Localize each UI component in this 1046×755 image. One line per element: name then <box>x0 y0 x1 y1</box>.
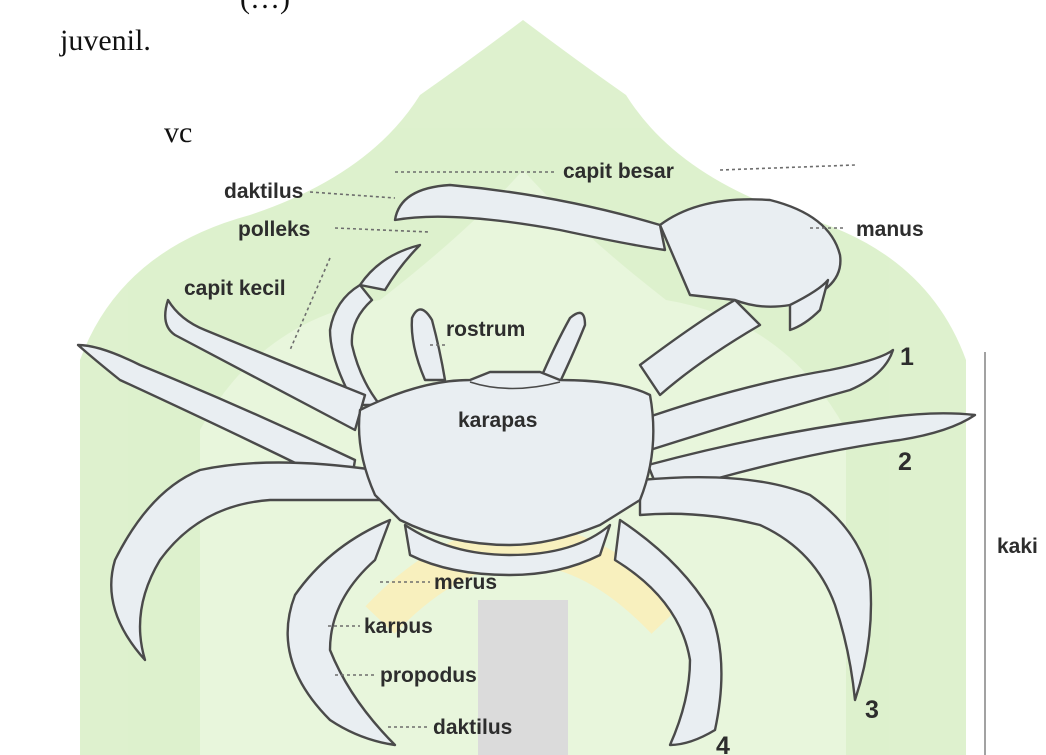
label-karpus: karpus <box>364 615 433 638</box>
label-daktilus-bottom: daktilus <box>433 716 512 739</box>
label-capit-besar: capit besar <box>563 160 674 183</box>
label-karapas: karapas <box>458 409 537 432</box>
right-eyestalk <box>540 313 585 382</box>
left-eyestalk <box>412 309 445 380</box>
label-rostrum: rostrum <box>446 318 525 341</box>
big-claw <box>395 185 840 395</box>
label-leg-4: 4 <box>716 732 730 755</box>
label-daktilus-top: daktilus <box>224 180 303 203</box>
label-leg-1: 1 <box>900 343 914 371</box>
right-legs <box>615 350 975 745</box>
label-polleks: polleks <box>238 218 310 241</box>
label-propodus: propodus <box>380 664 477 687</box>
label-merus: merus <box>434 571 497 594</box>
label-leg-2: 2 <box>898 448 912 476</box>
label-capit-kecil: capit kecil <box>184 277 286 300</box>
label-manus: manus <box>856 218 924 241</box>
carapace <box>359 372 653 545</box>
small-claw <box>330 245 420 405</box>
label-kaki: kaki <box>997 535 1038 558</box>
label-leg-3: 3 <box>865 696 879 724</box>
